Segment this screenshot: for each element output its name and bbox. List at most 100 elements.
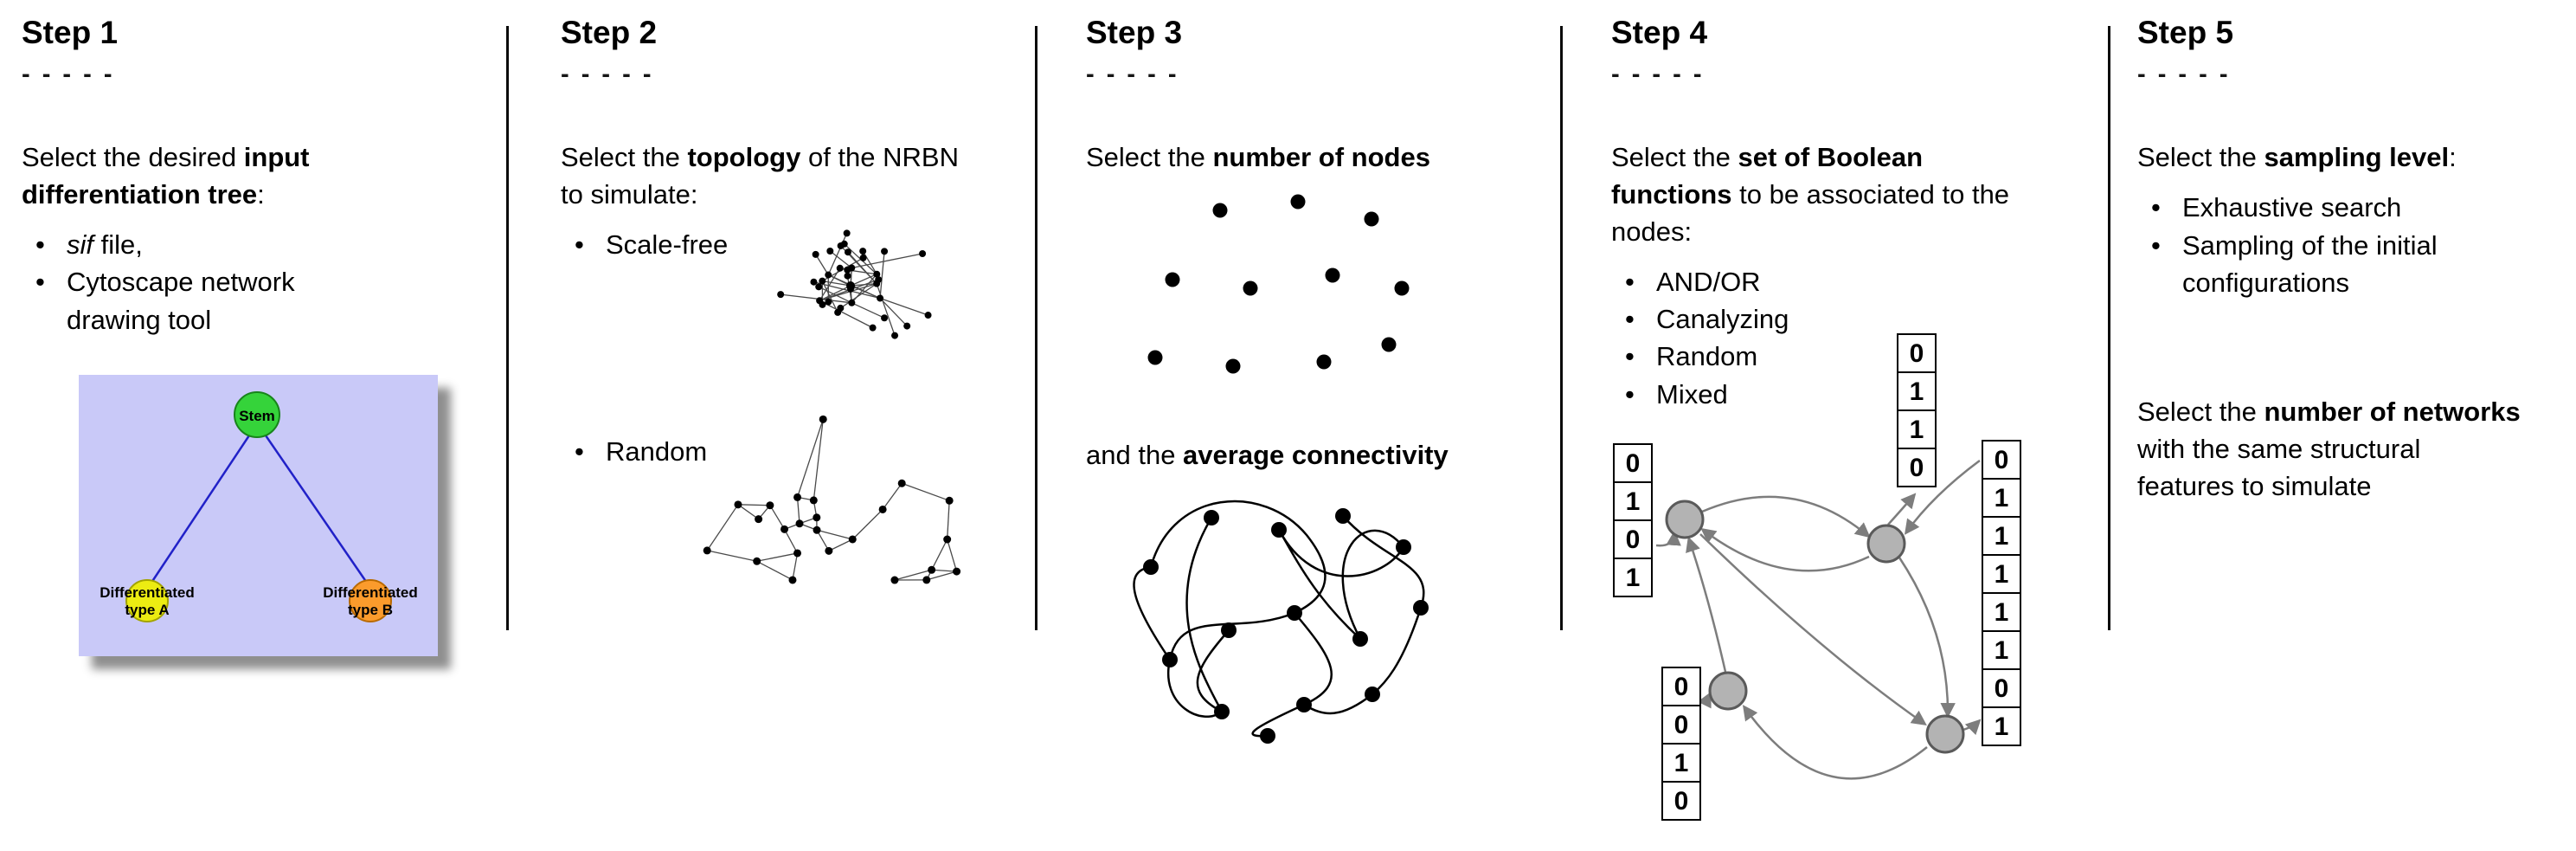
network-node [1665, 500, 1705, 539]
dependency-arrow [1700, 527, 1870, 572]
differentiated-b-label-line2: type B [348, 602, 393, 618]
step-2-column: Step 2 - - - - - Select the topology of … [561, 0, 1011, 851]
column-divider [506, 26, 509, 630]
dependency-arrow [1686, 536, 1727, 673]
intro-text: to be associated to the nodes: [1611, 179, 2010, 247]
boolean-network-svg [1655, 459, 1982, 780]
differentiated-b-label-line1: Differentiated [323, 584, 418, 601]
scalefree-network-svg [777, 229, 932, 339]
bullet-scale-free: Scale-free [561, 226, 820, 264]
step-dashes: - - - - - [561, 61, 654, 89]
step-bullet-list: Scale-free [561, 226, 1011, 264]
boolean-table-left: 0 1 0 1 [1613, 443, 1653, 597]
intro-text: Select the [2137, 142, 2264, 173]
step-intro: Select the desired input differentiation… [22, 139, 472, 214]
random-network-figure [695, 407, 972, 602]
boolean-table-cell: 1 [1982, 478, 2021, 518]
boolean-table-cell: 0 [1661, 705, 1701, 745]
boolean-table-cell: 0 [1613, 519, 1653, 559]
network-node [1925, 714, 1965, 754]
bullet-mixed: Mixed [1611, 376, 2100, 414]
boolean-table-bottom: 0 0 1 0 [1661, 667, 1701, 821]
differentiated-a-node [125, 579, 169, 623]
step-title: Step 3 [1086, 15, 1183, 50]
step-bullet-list: sif file, Cytoscape network drawing tool [22, 226, 480, 338]
bullet-exhaustive-search: Exhaustive search [2137, 189, 2561, 227]
bullet-sif-file: sif file, [22, 226, 394, 264]
bullet-and-or: AND/OR [1611, 263, 2100, 301]
nodes-scatter-figure [1138, 189, 1423, 401]
differentiation-tree-figure: Stem Differentiated type A Differentiate… [79, 375, 438, 657]
step-title: Step 2 [561, 15, 658, 50]
intro-text: Select the [2137, 396, 2264, 427]
boolean-network-figure: 0 1 1 0 0 1 0 1 0 0 1 0 0 1 1 1 1 1 0 1 [1611, 329, 2100, 848]
step-bullet-list: Exhaustive search Sampling of the initia… [2137, 189, 2566, 301]
step-title: Step 1 [22, 15, 119, 50]
tree-edge-right [264, 435, 372, 589]
step-dashes: - - - - - [22, 61, 115, 89]
connectivity-tangle-figure [1099, 476, 1445, 749]
network-node [1866, 524, 1906, 564]
boolean-table-cell: 1 [1982, 706, 2021, 746]
intro-text-bold: set of Boolean functions [1611, 142, 1924, 210]
nodes-scatter-svg [1147, 194, 1410, 374]
boolean-table-cell: 1 [1613, 481, 1653, 521]
intro-text: : [257, 179, 265, 210]
step-intro: Select the topology of the NRBN to simul… [561, 139, 967, 214]
column-divider [1035, 26, 1037, 630]
step-1-column: Step 1 - - - - - Select the desired inpu… [22, 0, 480, 851]
boolean-table-cell: 0 [1661, 781, 1701, 821]
boolean-table-right: 0 1 1 1 1 1 0 1 [1982, 440, 2021, 746]
dependency-arrow [1699, 533, 1927, 726]
differentiated-a-label-line2: type A [125, 602, 169, 618]
boolean-table-cell: 0 [1897, 448, 1937, 487]
stem-node [234, 391, 280, 439]
intro-text: Select the [561, 142, 688, 173]
intro-text: with the same structural features to sim… [2137, 433, 2421, 501]
dependency-arrow [1898, 557, 1956, 719]
boolean-table-cell: 1 [1897, 409, 1937, 449]
boolean-table-cell: 1 [1661, 743, 1701, 783]
column-divider [1560, 26, 1563, 630]
dependency-arrow [1701, 495, 1871, 538]
step-dashes: - - - - - [1086, 61, 1179, 89]
bullet-text-italic: sif [67, 229, 93, 260]
boolean-table-cell: 1 [1982, 516, 2021, 556]
intro-text-bold: input differentiation tree [22, 142, 310, 210]
boolean-table-cell: 0 [1661, 667, 1701, 706]
connectivity-text: and the average connectivity [1086, 437, 1536, 474]
dependency-arrow [1887, 493, 1917, 525]
step-4-column: Step 4 - - - - - Select the set of Boole… [1611, 0, 2100, 851]
bullet-sampling-initial: Sampling of the initial configurations [2137, 227, 2509, 302]
scalefree-network-figure [716, 192, 985, 387]
intro-text: Select the [1611, 142, 1738, 173]
step-3-column: Step 3 - - - - - Select the number of no… [1086, 0, 1540, 851]
differentiation-tree-svg: Stem Differentiated type A Differentiate… [79, 375, 438, 657]
step-dashes: - - - - - [1611, 61, 1705, 89]
boolean-table-top: 0 1 1 0 [1897, 333, 1937, 487]
intro-text: Select the [1086, 142, 1213, 173]
dependency-arrow [1655, 530, 1681, 547]
dependency-arrow [1742, 705, 1928, 780]
step-intro: Select the set of Boolean functions to b… [1611, 139, 2027, 250]
bullet-canalyzing: Canalyzing [1611, 300, 2100, 338]
intro-text-bold: topology [687, 142, 801, 173]
column-divider [2108, 26, 2110, 630]
intro-text-bold: number of nodes [1212, 142, 1430, 173]
intro-text: Select the desired [22, 142, 244, 173]
dependency-arrow [1963, 719, 1982, 736]
intro-text-bold: number of networks [2264, 396, 2521, 427]
differentiated-b-node [349, 579, 392, 623]
step-intro: Select the sampling level: [2137, 139, 2561, 177]
intro-text: of the NRBN to simulate: [561, 142, 959, 210]
boolean-table-cell: 0 [1982, 668, 2021, 708]
boolean-table-cell: 0 [1613, 443, 1653, 483]
boolean-table-cell: 1 [1982, 554, 2021, 594]
random-network-svg [703, 415, 961, 584]
intro-text: and the [1086, 440, 1184, 470]
networks-count-text: Select the number of networks with the s… [2137, 394, 2522, 505]
intro-text: : [2449, 142, 2457, 173]
network-node [1708, 671, 1748, 711]
step-bullet-list: AND/OR Canalyzing Random Mixed [1611, 263, 2100, 414]
